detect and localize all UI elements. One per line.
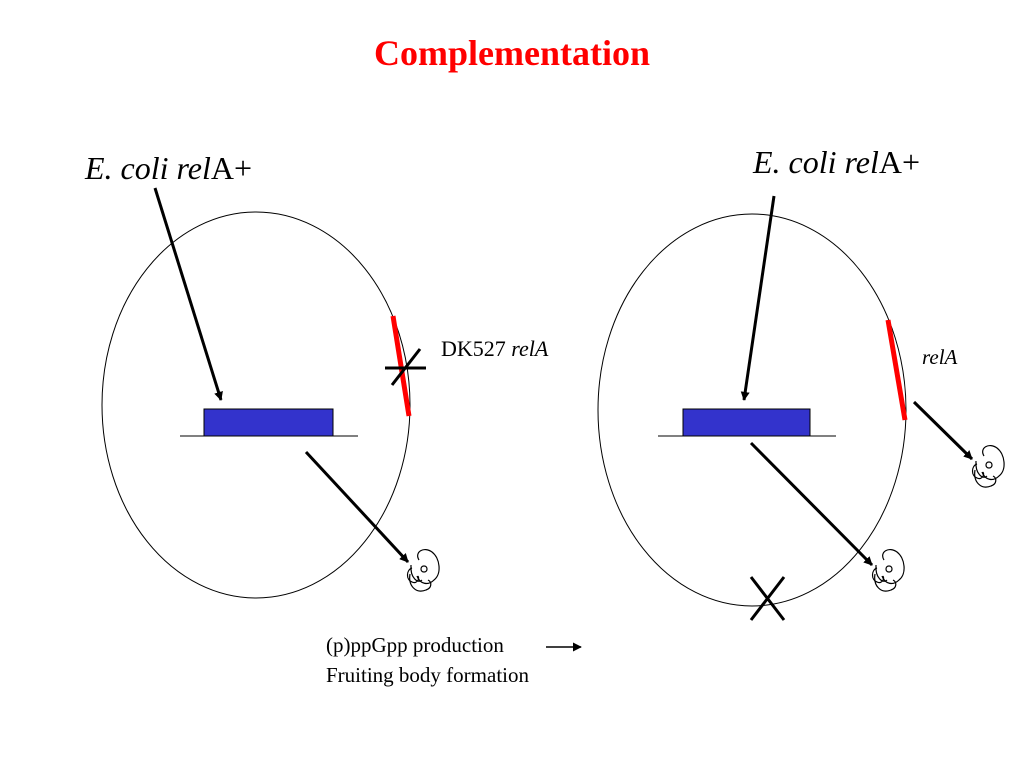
right-ecoli-rela-label-suffix: A+ <box>878 144 921 180</box>
left-fruiting-body-icon <box>406 548 440 592</box>
left-ecoli-rela-insert <box>203 408 334 437</box>
right-native-gene-label: relA <box>922 345 958 369</box>
left-mutant-strain: DK527 <box>441 336 506 361</box>
right-native-rela-segment <box>885 319 908 421</box>
right-ecoli-rela-label-italic: E. coli rel <box>753 144 879 180</box>
right-cell <box>597 195 1005 621</box>
left-insert-arrow <box>153 187 223 401</box>
left-native-rela-segment <box>390 315 412 417</box>
right-bottom-fruiting-body-icon <box>871 548 905 592</box>
right-insert-output-arrow <box>749 441 874 567</box>
left-disruption-cross <box>385 348 426 386</box>
right-ecoli-rela-insert <box>682 408 811 437</box>
left-ecoli-rela-label-italic: E. coli rel <box>85 150 211 186</box>
left-ecoli-rela-label-suffix: A+ <box>210 150 253 186</box>
left-cell <box>101 187 440 599</box>
left-ecoli-rela-label: E. coli relA+ <box>85 150 252 187</box>
right-native-output-arrow <box>912 400 974 461</box>
right-blocked-cross <box>749 576 786 621</box>
right-ecoli-rela-label: E. coli relA+ <box>753 144 920 181</box>
legend-line-1: (p)ppGpp production <box>326 633 504 657</box>
legend-line-2: Fruiting body formation <box>326 663 529 687</box>
right-top-fruiting-body-icon <box>971 444 1005 488</box>
slide-title: Complementation <box>374 33 650 73</box>
left-mutant-gene-label: DK527 relA <box>441 336 548 362</box>
left-output-arrow <box>304 450 410 564</box>
left-mutant-gene-italic: relA <box>511 336 549 361</box>
right-insert-arrow <box>740 195 776 401</box>
right-chromosome-circle <box>597 213 907 607</box>
left-chromosome-circle <box>101 211 411 599</box>
